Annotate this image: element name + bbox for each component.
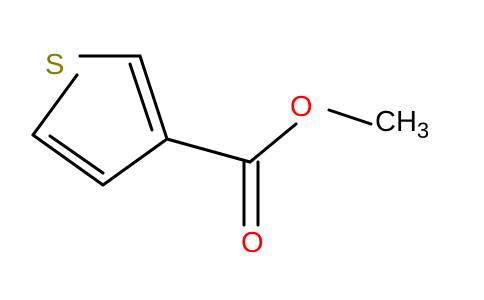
bond-c4-c5	[138, 54, 169, 141]
ester-group	[165, 108, 373, 227]
bond-carbonyl-ether-o	[248, 122, 298, 164]
methyl-group-label: CH3	[375, 106, 429, 143]
bond-s-c2	[31, 73, 79, 137]
ether-oxygen-label: O	[290, 91, 313, 123]
bond-c3-c4	[101, 137, 169, 187]
bond-ether-o-methyl	[327, 108, 373, 126]
bond-c4-c5-inner	[128, 62, 154, 132]
carbonyl-oxygen-label: O	[241, 227, 264, 259]
sulfur-atom-label: S	[45, 49, 64, 81]
bond-c2-c3	[31, 133, 105, 187]
bond-c2-c3-inner	[48, 134, 105, 175]
thiophene-ring	[31, 54, 169, 187]
methyl-subscript: 3	[417, 118, 429, 143]
bond-ring-carbonyl	[165, 137, 252, 164]
methyl-ch-text: CH	[375, 106, 417, 138]
